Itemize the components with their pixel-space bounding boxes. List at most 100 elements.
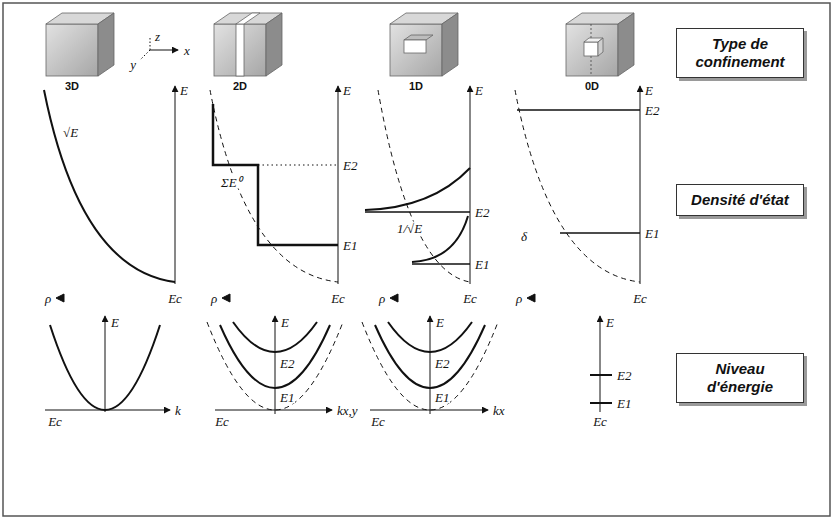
confinement-label: 0D <box>584 81 600 92</box>
parabola-dashed <box>362 322 498 410</box>
axis-label: E1 <box>474 258 490 271</box>
subband-e1 <box>375 325 485 388</box>
axis-label: E <box>280 316 290 329</box>
axis-label: E <box>474 84 484 97</box>
section-box: Densité d'état <box>676 184 804 216</box>
dos-3d-curve <box>44 90 175 282</box>
axis-label: kx,y <box>336 404 359 417</box>
bulk-cube <box>46 13 114 76</box>
axis-label: x <box>183 44 191 57</box>
axis-label: √E <box>62 126 79 139</box>
axis-label: E <box>435 316 445 329</box>
section-box: Type de confinement <box>676 28 804 78</box>
wire-face <box>404 40 426 53</box>
rho-arrow <box>222 294 230 302</box>
dot-cube <box>566 13 634 76</box>
axis-label: k <box>174 404 182 417</box>
wire-cube <box>390 13 458 76</box>
e1-line <box>412 263 470 265</box>
level-e1 <box>590 402 612 404</box>
energy-axis <box>430 316 431 414</box>
section-title: Type de confinement <box>685 35 795 71</box>
axis-label: Ec <box>592 415 608 428</box>
energy-axis <box>175 86 176 284</box>
subband-e1 <box>220 325 330 388</box>
parabola-dashed <box>207 322 343 410</box>
axis-label: Ec <box>632 292 648 305</box>
dos-3d-dashed <box>210 90 338 282</box>
axis-label: E <box>179 84 189 97</box>
delta-e2 <box>517 109 640 111</box>
rho-arrow <box>527 294 535 302</box>
axis-label: ρ <box>515 292 523 305</box>
dos-3d-dashed <box>515 90 640 282</box>
level-e2 <box>590 374 612 376</box>
section-box: Niveau d'énergie <box>676 353 804 403</box>
delta-e1 <box>560 232 640 234</box>
e2-guide <box>258 165 338 166</box>
axis-label: ρ <box>378 292 386 305</box>
k-axis <box>370 410 488 411</box>
dot-side <box>598 38 603 56</box>
axis-label: kx <box>492 404 506 417</box>
axis-label: Ec <box>462 292 478 305</box>
axis-label: E2 <box>342 159 358 172</box>
energy-axis <box>600 316 601 412</box>
energy-axis <box>338 86 339 284</box>
axis-label: 1/√E <box>396 222 423 235</box>
energy-axis <box>640 86 641 284</box>
axis-label: y <box>129 58 137 71</box>
axis-label: ρ <box>44 292 52 305</box>
axis-label: E <box>110 316 120 329</box>
axis-label: Ec <box>214 415 230 428</box>
axis-label: Ec <box>370 415 386 428</box>
wire-inset <box>404 35 433 40</box>
cube-front <box>46 24 98 76</box>
axis-label: E1 <box>342 239 358 252</box>
dot-guide <box>591 56 592 76</box>
k-axis <box>215 410 332 411</box>
axis-label: E1 <box>644 227 660 240</box>
energy-axis <box>105 316 106 412</box>
axis-label: E2 <box>434 357 450 370</box>
cube-side <box>618 13 634 76</box>
axis-label: E2 <box>644 104 660 117</box>
subband-e2 <box>388 322 472 352</box>
dot-face <box>584 42 598 56</box>
z-axis-dots <box>150 38 151 50</box>
outer-frame <box>3 3 830 516</box>
axis-label: Ec <box>330 292 346 305</box>
axis-label: E1 <box>616 397 632 410</box>
energy-axis <box>275 316 276 414</box>
section-title: Densité d'état <box>685 191 795 209</box>
axis-label: ΣE⁰ <box>220 176 243 189</box>
rho-arrow <box>390 294 398 302</box>
well-cube <box>214 13 282 76</box>
e2-line <box>365 211 470 213</box>
band-plots <box>45 316 612 414</box>
dos-3d-dashed <box>378 90 470 282</box>
axis-label: ρ <box>210 292 218 305</box>
axis-label: Ec <box>167 292 183 305</box>
confinement-label: 2D <box>232 81 248 92</box>
axis-label: E <box>342 84 352 97</box>
axis-label: E2 <box>616 369 632 382</box>
well-slab <box>236 24 244 76</box>
dos-2d-steps <box>213 104 338 245</box>
axis-label: E <box>605 316 615 329</box>
axis-label: E1 <box>434 391 450 404</box>
cube-side <box>98 13 114 76</box>
x-axis-arrow <box>150 50 178 51</box>
well-slab-top <box>236 13 260 24</box>
axis-label: z <box>154 30 161 43</box>
axis-label: E1 <box>279 391 295 404</box>
energy-axis <box>470 86 471 284</box>
section-title: Niveau d'énergie <box>685 360 795 396</box>
parabola <box>50 325 160 410</box>
axis-label: E2 <box>474 206 490 219</box>
subband-e2 <box>233 322 317 352</box>
cube-side <box>266 13 282 76</box>
y-axis-dots <box>140 50 150 60</box>
confinement-label: 3D <box>64 81 80 92</box>
